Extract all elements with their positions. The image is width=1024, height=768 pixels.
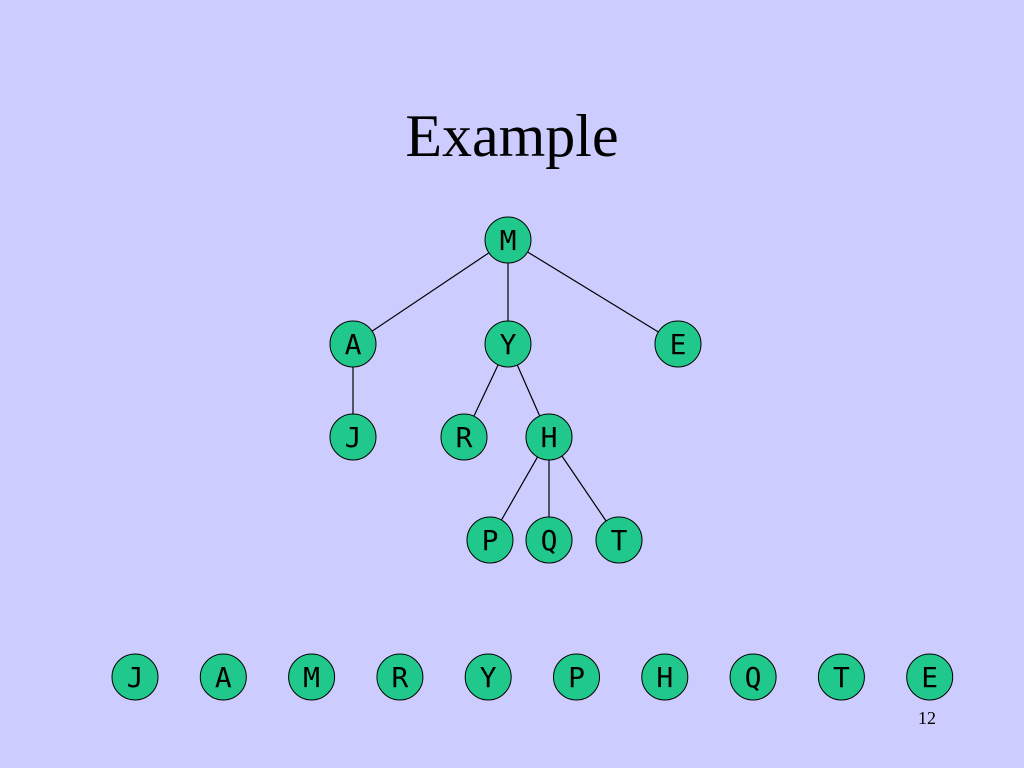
node-circle — [376, 653, 424, 701]
tree-node-p: P — [466, 516, 514, 564]
node-circle — [595, 516, 643, 564]
node-circle — [654, 320, 702, 368]
edge-y-h — [516, 364, 541, 417]
node-circle — [553, 653, 600, 701]
node-label: R — [391, 661, 408, 694]
slide-title: Example — [405, 103, 619, 169]
edge-h-t — [561, 455, 607, 522]
tree-node-m: M — [484, 216, 532, 264]
node-label: J — [127, 661, 144, 694]
tree-node-h: H — [525, 413, 573, 461]
node-circle — [440, 413, 488, 461]
sequence-node-1: J — [111, 653, 159, 701]
node-label: A — [345, 328, 362, 361]
sequence-node-4: R — [376, 653, 424, 701]
edge-h-p — [500, 456, 539, 521]
node-label: H — [656, 661, 673, 694]
page-number: 12 — [918, 708, 936, 728]
sequence-node-8: Q — [729, 653, 777, 701]
node-label: Q — [541, 524, 558, 557]
sequence-node-9: T — [817, 653, 865, 701]
tree-edges — [352, 251, 659, 522]
node-label: Q — [745, 661, 762, 694]
tree-node-e: E — [654, 320, 702, 368]
node-label: T — [611, 524, 628, 557]
node-label: E — [670, 328, 687, 361]
node-circle — [484, 320, 532, 368]
node-label: E — [921, 661, 938, 694]
node-label: R — [456, 421, 473, 454]
node-label: A — [215, 661, 232, 694]
node-label: P — [482, 524, 499, 557]
sequence-node-3: M — [288, 653, 336, 701]
node-label: M — [500, 224, 517, 257]
node-label: P — [568, 661, 585, 694]
node-circle — [329, 320, 377, 368]
sequence-node-6: P — [553, 653, 600, 701]
node-circle — [466, 516, 514, 564]
edge-y-r — [473, 364, 499, 417]
node-label: Y — [480, 661, 497, 694]
node-circle — [484, 216, 532, 264]
tree-node-y: Y — [484, 320, 532, 368]
node-circle — [525, 516, 573, 564]
tree-node-r: R — [440, 413, 488, 461]
tree-node-q: Q — [525, 516, 573, 564]
tree-nodes: M A Y E J R H P Q T — [329, 216, 702, 564]
sequence-node-2: A — [199, 653, 247, 701]
sequence-node-5: Y — [464, 653, 512, 701]
node-circle — [288, 653, 336, 701]
tree-node-t: T — [595, 516, 643, 564]
node-label: M — [303, 661, 320, 694]
node-circle — [641, 653, 689, 701]
node-label: H — [541, 421, 558, 454]
edge-m-a — [371, 252, 490, 332]
node-circle — [729, 653, 777, 701]
node-circle — [111, 653, 159, 701]
node-circle — [906, 653, 954, 701]
node-label: T — [833, 661, 850, 694]
node-circle — [329, 413, 377, 461]
edge-m-e — [527, 251, 659, 333]
sequence-node-7: H — [641, 653, 689, 701]
node-circle — [817, 653, 865, 701]
node-label: J — [345, 421, 362, 454]
tree-node-j: J — [329, 413, 377, 461]
node-circle — [199, 653, 247, 701]
tree-node-a: A — [329, 320, 377, 368]
node-circle — [464, 653, 512, 701]
node-circle — [525, 413, 573, 461]
node-label: Y — [500, 328, 517, 361]
sequence-node-10: E — [906, 653, 954, 701]
